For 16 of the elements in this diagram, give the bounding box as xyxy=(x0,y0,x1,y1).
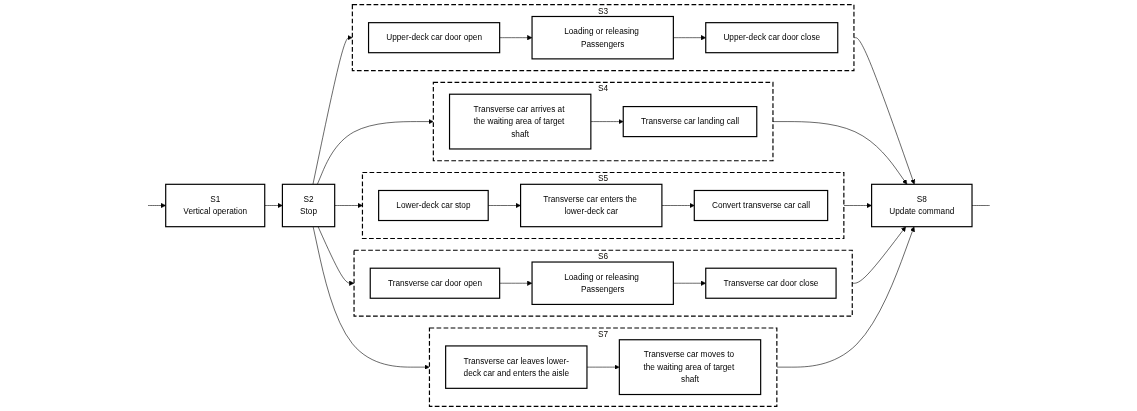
node-box: Transverse car moves to the waiting area of target shaft xyxy=(618,339,761,396)
node-box: Lower-deck car stop xyxy=(377,189,489,222)
node-box: Loading or releasing Passengers xyxy=(531,261,674,305)
node-box: S2 Stop xyxy=(281,183,335,228)
node-box: Transverse car leaves lower-deck car and enters the aisle xyxy=(444,345,588,389)
node-box: Convert transverse car call xyxy=(693,189,828,222)
node-box: Upper-deck car door close xyxy=(704,22,838,54)
node-box: Upper-deck car door open xyxy=(367,22,500,54)
node-box: Transverse car door open xyxy=(369,267,500,299)
node-box: Transverse car door close xyxy=(704,267,837,299)
node-box: Loading or releasing Passengers xyxy=(531,15,674,60)
node-box: Transverse car arrives at the waiting area of target shaft xyxy=(448,93,592,150)
node-box: S8 Update command xyxy=(870,183,973,228)
node-box: Transverse car enters the lower-deck car xyxy=(519,183,663,228)
node-box: Transverse car landing call xyxy=(622,106,757,138)
node-box: S1 Vertical operation xyxy=(164,183,265,228)
